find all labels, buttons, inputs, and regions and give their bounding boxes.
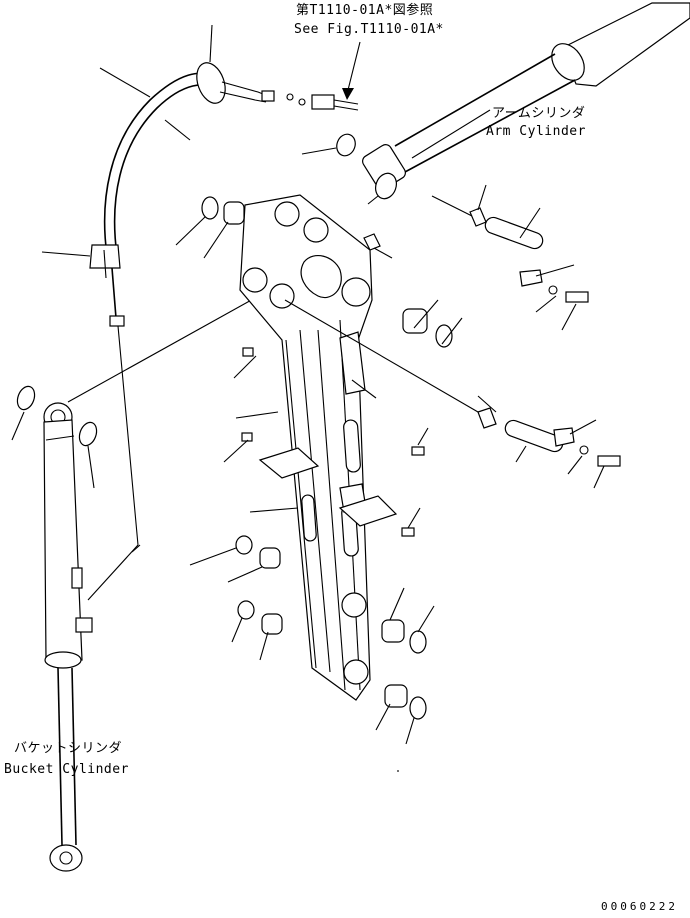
see-figure-label-english: See Fig.T1110-01A* — [294, 22, 444, 37]
pin-lower — [284, 299, 621, 489]
hydraulic-hose-upper — [99, 24, 359, 263]
bucket-cylinder-label-japanese: バケットシリンダ — [14, 741, 122, 756]
reference-arrow — [342, 41, 361, 100]
arm-cylinder — [362, 2, 690, 190]
arm-cylinder-label-japanese: アームシリンダ — [492, 106, 585, 121]
bushings-lower — [189, 535, 435, 745]
see-figure-label-japanese: 第T1110-01A*図参照 — [296, 2, 433, 18]
arm-bolts — [223, 347, 429, 772]
bucket-cylinder — [11, 297, 256, 872]
hose-clamp — [41, 244, 141, 601]
arm-body — [239, 194, 373, 701]
bucket-cylinder-label-english: Bucket Cylinder — [4, 762, 129, 777]
bushings-top — [175, 133, 463, 348]
pin-upper — [363, 184, 589, 331]
drawing-number: 00060222 — [601, 900, 678, 913]
arm-cylinder-label-english: Arm Cylinder — [486, 124, 586, 139]
